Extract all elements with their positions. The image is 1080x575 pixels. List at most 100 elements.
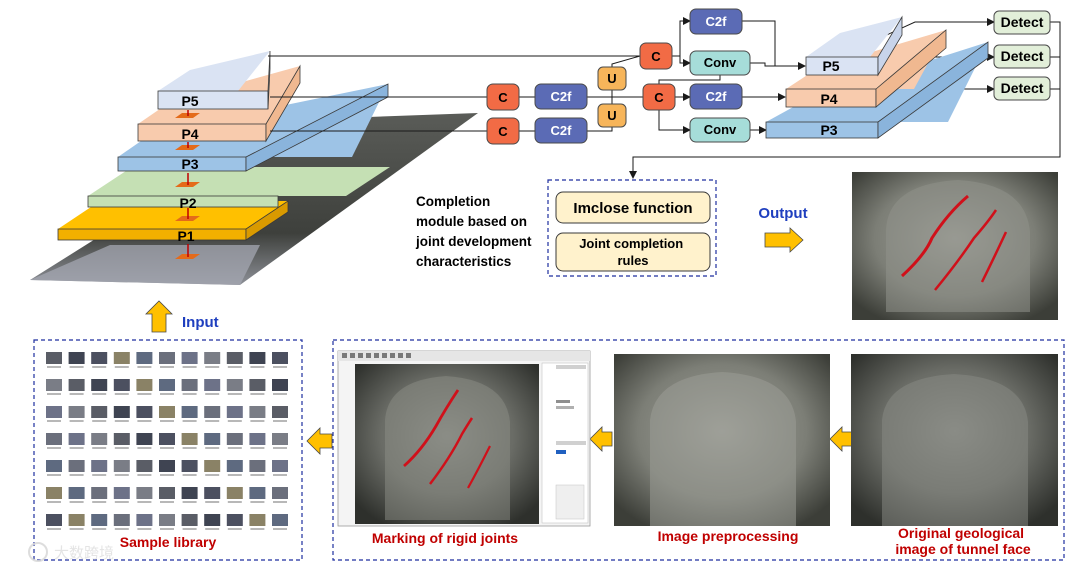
sample-thumbnail [68,460,85,472]
processing-pipeline-frame [332,339,1065,561]
sample-thumbnail-caption [47,501,61,503]
sample-thumbnail-caption [250,366,265,368]
sample-thumbnail [226,487,243,499]
sample-thumbnail [226,379,243,391]
completion-module: Completion module based on joint develop… [415,179,717,277]
completion-description-line-1: Completion [416,194,490,209]
output-joint-1 [900,194,969,278]
c2f-node-mid-left-label: C2f [551,89,573,104]
sample-thumbnail-caption [273,528,287,530]
sample-thumbnail-caption [92,528,107,530]
c2f-node-mid-right: C2f [689,83,743,110]
concat-node-mid-left: C [486,83,520,111]
head-label-p3: P3 [820,122,837,138]
sample-thumbnail [181,352,198,364]
head-p4-side [875,29,947,108]
sample-thumbnail [136,406,153,418]
sample-thumbnail [113,460,130,472]
c2f-node-low-left: C2f [534,117,588,144]
sample-thumbnail-caption [273,447,287,449]
marked-joint-1 [403,389,460,468]
sample-thumbnail-caption [273,501,287,503]
sample-thumbnail [46,460,62,472]
sample-thumbnail-caption [137,366,152,368]
sample-thumbnail [68,379,85,391]
sample-thumbnail [113,433,130,445]
sample-thumbnail-caption [47,420,61,422]
sample-thumbnail [272,352,288,364]
sample-thumbnail-caption [205,528,220,530]
sample-thumbnail-caption [69,474,84,476]
output-arrow [764,227,804,253]
sample-thumbnail-caption [69,393,84,395]
upsample-node-bottom: U [597,103,627,128]
upsample-node-top-label: U [607,71,616,86]
sample-thumbnail-caption [273,474,287,476]
detect-nodes: Detect Detect Detect [993,10,1051,101]
detect-node-1-label: Detect [1001,14,1044,30]
sample-thumbnail-caption [160,420,174,422]
completion-description-line-3: joint development [415,234,532,249]
neck-nodes: C C C C U U C2f C2f [486,8,751,145]
sample-thumbnail [272,514,288,526]
preprocessed-image [614,354,830,526]
sample-thumbnail [272,487,288,499]
watermark-logo-icon [28,542,48,562]
watermark-text: 大数跨境 [54,544,114,562]
completion-description: Completion module based on joint develop… [415,194,535,269]
sample-thumbnail-caption [69,501,84,503]
sample-thumbnail-caption [182,501,197,503]
arrow-to-preprocessing [829,426,853,452]
sample-thumbnail-caption [205,420,220,422]
sample-thumbnail [68,514,85,526]
sample-thumbnail [113,514,130,526]
marked-joint-3 [467,445,491,489]
sample-thumbnail [91,379,108,391]
p5-front-face [157,90,269,110]
sample-thumbnail-caption [182,528,197,530]
sample-thumbnail [181,487,198,499]
sample-thumbnail [181,406,198,418]
preprocessing-label: Image preprocessing [658,528,799,544]
sample-thumbnail-caption [160,474,174,476]
sample-thumbnail-caption [205,393,220,395]
c2f-node-top-label: C2f [706,14,728,29]
p5-top-face [158,51,270,91]
input-arrow [145,300,173,333]
original-image-label-line-2: image of tunnel face [895,541,1031,557]
sample-thumbnail [181,460,198,472]
original-image-label-line-1: Original geological [898,525,1024,541]
sample-thumbnail [249,514,266,526]
detect-node-1: Detect [993,10,1051,35]
sample-thumbnail [272,379,288,391]
sample-thumbnail [226,352,243,364]
concat-node-low-left: C [486,117,520,145]
original-image-label: Original geological image of tunnel face [895,525,1031,557]
joint-completion-rules-box [555,232,711,272]
output-result-image [852,172,1058,320]
head-stack: P5 P4 P3 [765,15,989,139]
sample-thumbnail-caption [182,366,197,368]
conv-node-top: Conv [689,50,751,76]
sample-thumbnail-caption [205,501,220,503]
sample-thumbnail-caption [114,420,129,422]
sample-thumbnail-caption [205,474,220,476]
p5-side-face [267,50,271,110]
sample-thumbnail-caption [227,474,242,476]
sample-thumbnail [159,514,175,526]
sample-thumbnail [136,460,153,472]
sample-thumbnail-caption [250,474,265,476]
sample-thumbnail-caption [182,420,197,422]
sample-thumbnail [204,352,221,364]
sample-thumbnail [91,406,108,418]
sample-thumbnail [159,433,175,445]
sample-thumbnail [226,514,243,526]
sample-thumbnail-caption [92,447,107,449]
c2f-node-mid-left: C2f [534,83,588,110]
sample-thumbnail [272,460,288,472]
c2f-node-low-left-label: C2f [551,123,573,138]
sample-thumbnail-caption [47,474,61,476]
input-section: Input [145,300,219,333]
sample-thumbnail-caption [182,393,197,395]
